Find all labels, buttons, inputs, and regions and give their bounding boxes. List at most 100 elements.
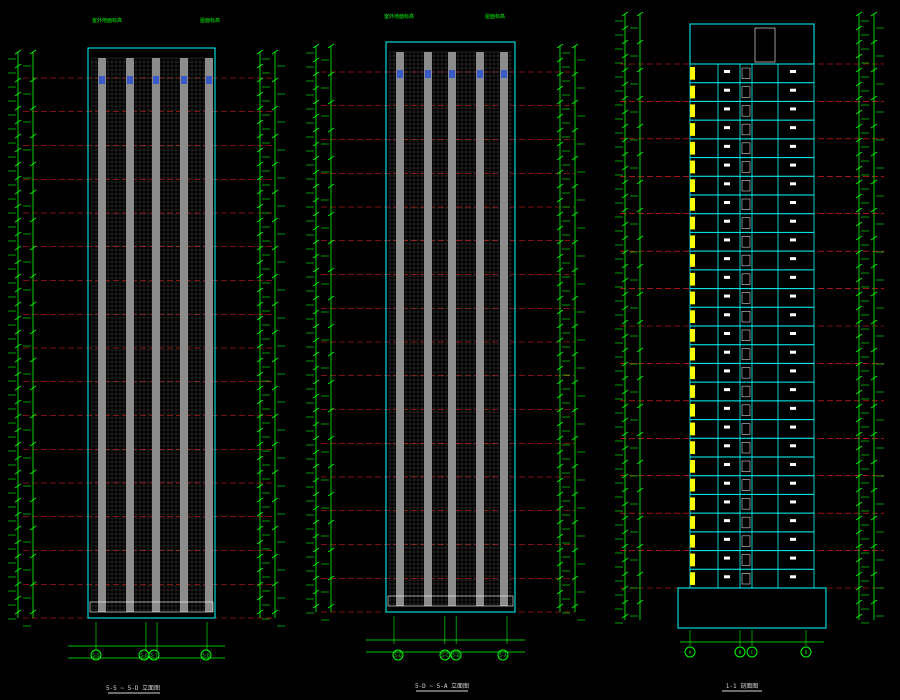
dimension-tick xyxy=(621,207,629,213)
dimension-tick xyxy=(14,413,22,419)
dimension-tick xyxy=(29,329,37,335)
middle-top-label-1: 室外地面标高 xyxy=(384,13,414,20)
room-tag xyxy=(790,275,796,279)
stair-flight xyxy=(690,572,695,585)
dimension-tick xyxy=(621,599,629,605)
dimension-tick xyxy=(256,133,264,139)
stair-flight xyxy=(690,516,695,529)
dimension-tick xyxy=(571,239,579,245)
dimension-tick xyxy=(556,533,564,539)
dimension-tick xyxy=(327,603,335,609)
dimension-tick xyxy=(556,365,564,371)
stair-flight xyxy=(690,141,695,155)
dimension-tick xyxy=(855,137,863,143)
axis-bubble-label: D xyxy=(805,650,808,655)
middle-axis-bubbles: 5-D 5-C 5-B 5-A xyxy=(392,649,509,661)
dimension-tick xyxy=(312,127,320,133)
dimension-tick xyxy=(556,575,564,581)
stair-flight xyxy=(690,385,695,398)
stair-flight xyxy=(690,235,695,249)
dimension-tick xyxy=(312,351,320,357)
left-top-label-2: 屋面标高 xyxy=(200,17,220,24)
dimension-tick xyxy=(14,455,22,461)
corridor-door xyxy=(741,292,751,304)
dimension-tick xyxy=(621,333,629,339)
dimension-tick xyxy=(571,155,579,161)
dimension-tick xyxy=(571,519,579,525)
dimension-tick xyxy=(621,375,629,381)
wall-strip xyxy=(424,52,432,606)
dimension-tick xyxy=(556,337,564,343)
dimension-tick xyxy=(621,39,629,45)
room-tag xyxy=(790,350,796,354)
dimension-tick xyxy=(621,445,629,451)
top-window xyxy=(153,76,159,84)
dimension-tick xyxy=(636,207,644,213)
axis-bubble-label: 5-D xyxy=(202,653,210,658)
wall-strip xyxy=(205,58,213,612)
room-tag xyxy=(790,70,796,73)
dimension-tick xyxy=(312,477,320,483)
room-tag xyxy=(790,257,796,261)
dimension-tick xyxy=(621,347,629,353)
dimension-tick xyxy=(327,267,335,273)
dimension-tick xyxy=(621,403,629,409)
axis-bubble-label: 5-B xyxy=(452,653,460,658)
room-tag xyxy=(724,481,730,485)
dimension-tick xyxy=(870,403,878,409)
stair-flight xyxy=(690,272,695,286)
dimension-tick xyxy=(870,375,878,381)
dimension-tick xyxy=(621,543,629,549)
dimension-tick xyxy=(14,567,22,573)
dimension-tick xyxy=(556,491,564,497)
room-tag xyxy=(790,369,796,373)
dimension-tick xyxy=(256,511,264,517)
dimension-tick xyxy=(556,309,564,315)
dimension-tick xyxy=(621,459,629,465)
corridor-door xyxy=(741,385,751,398)
dimension-tick xyxy=(327,211,335,217)
corridor-door xyxy=(741,329,751,341)
dimension-tick xyxy=(256,399,264,405)
dimension-tick xyxy=(256,273,264,279)
stair-flight xyxy=(690,366,695,380)
dimension-tick xyxy=(855,179,863,185)
dimension-tick xyxy=(870,431,878,437)
dimension-tick xyxy=(870,11,878,17)
dimension-tick xyxy=(14,525,22,531)
dimension-tick xyxy=(312,57,320,63)
dimension-tick xyxy=(256,161,264,167)
room-tag xyxy=(724,219,730,223)
stair-flight xyxy=(690,422,695,436)
room-tag xyxy=(724,182,730,186)
dimension-tick xyxy=(571,491,579,497)
top-window xyxy=(449,70,455,78)
corridor-door xyxy=(741,123,751,136)
dimension-tick xyxy=(621,179,629,185)
dimension-tick xyxy=(636,571,644,577)
top-window xyxy=(425,70,431,78)
wall-strip xyxy=(448,52,456,606)
dimension-tick xyxy=(556,505,564,511)
top-window xyxy=(206,76,212,84)
dimension-tick xyxy=(636,375,644,381)
dimension-tick xyxy=(256,203,264,209)
dimension-tick xyxy=(312,547,320,553)
dimension-tick xyxy=(256,539,264,545)
dimension-tick xyxy=(312,491,320,497)
dimension-tick xyxy=(271,77,279,83)
dimension-tick xyxy=(14,119,22,125)
dimension-tick xyxy=(312,267,320,273)
middle-building-outline xyxy=(385,41,516,613)
dimension-tick xyxy=(621,137,629,143)
dimension-tick xyxy=(556,393,564,399)
dimension-tick xyxy=(636,599,644,605)
room-tag xyxy=(790,126,796,130)
corridor-door xyxy=(741,479,751,491)
dimension-tick xyxy=(14,483,22,489)
room-tag xyxy=(724,257,730,261)
dimension-tick xyxy=(14,287,22,293)
dimension-tick xyxy=(855,585,863,591)
room-tag xyxy=(724,313,730,317)
